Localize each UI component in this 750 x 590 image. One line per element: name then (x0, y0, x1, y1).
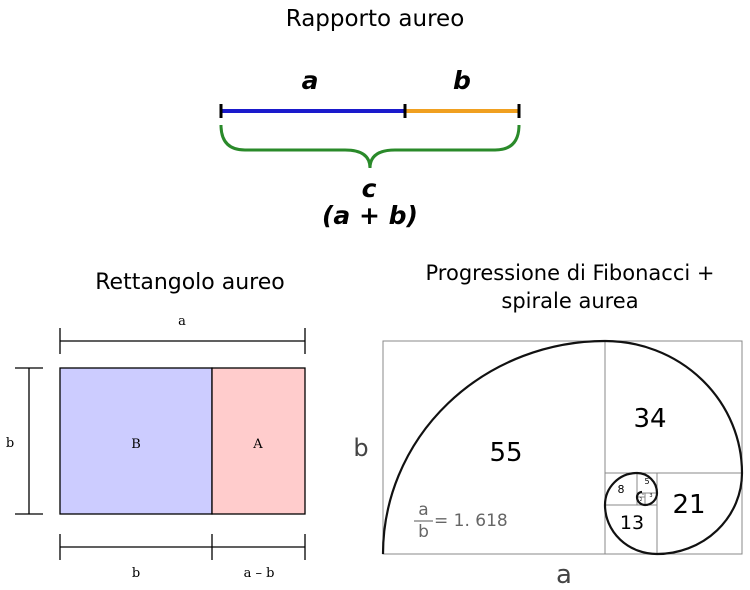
segment-b-label: b (453, 66, 471, 95)
golden-spiral (381, 339, 744, 556)
total-formula: (a + b) (322, 201, 418, 230)
rect-A-label: A (253, 437, 263, 452)
fibonacci-title-line2: spirale aurea (501, 289, 639, 313)
fib-square-1: 1 (642, 492, 644, 496)
golden-ratio-title: Rapporto aureo (285, 6, 465, 32)
fib-square-8: 8 (617, 483, 625, 496)
fib-square-3: 3 (649, 493, 653, 499)
fib-square-2: 2 (639, 497, 643, 502)
rect-A (211, 367, 306, 515)
fibonacci-squares (382, 340, 743, 555)
ratio-numerator: a (418, 500, 429, 520)
square-B (59, 367, 213, 515)
ratio-denominator: b (418, 522, 429, 542)
dim-top-label: a (178, 314, 186, 329)
fibonacci-title: Progressione di Fibonacci + spirale aure… (390, 259, 750, 315)
fib-side-label-b: b (353, 434, 369, 462)
total-brace (219, 124, 521, 169)
fib-square-55: 55 (489, 438, 523, 468)
square-B-label: B (131, 437, 141, 452)
fib-square-34: 34 (633, 404, 667, 434)
dim-bottom-right-label: a – b (243, 566, 275, 581)
total-label-c: c (361, 174, 377, 203)
fib-square-13: 13 (619, 512, 645, 534)
golden-rectangle-title: Rettangolo aureo (95, 270, 285, 295)
dim-bottom-left-label: b (131, 566, 141, 581)
dim-left-label: b (5, 436, 15, 451)
segment-a-label: a (301, 66, 319, 95)
ratio-value: = 1. 618 (434, 511, 508, 531)
fib-bottom-label-a: a (556, 560, 572, 590)
fib-square-21: 21 (672, 490, 706, 520)
fibonacci-title-line1: Progressione di Fibonacci + (425, 261, 715, 285)
fib-square-5: 5 (644, 477, 650, 486)
